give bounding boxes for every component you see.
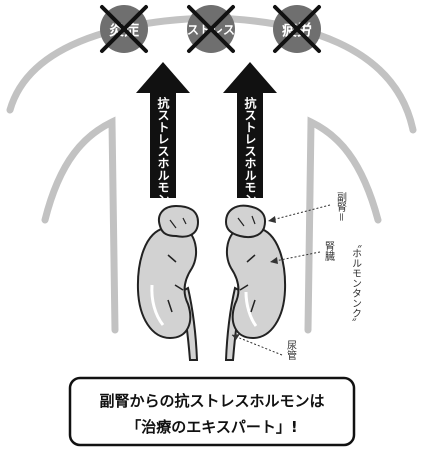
- kidney-right-body: [225, 224, 287, 340]
- caption-line-2: 「治療のエキスパート」!: [126, 418, 297, 436]
- node-stress: ストレス: [187, 5, 235, 53]
- arrow-label: 抗ストレスホルモン: [156, 96, 170, 205]
- kidney-left-crease: [167, 254, 184, 313]
- leader-kidney: [269, 251, 321, 263]
- leader-arrowheads: [232, 216, 278, 340]
- leader-lines: [231, 204, 331, 356]
- node-inflammation: 炎症: [100, 5, 148, 53]
- kidney-left-body: [136, 224, 198, 340]
- annotation-adrenal: 副腎＝: [335, 192, 347, 222]
- cross-icon: [100, 5, 148, 53]
- arrow-label: 抗ストレスホルモン: [243, 96, 257, 205]
- annotation-hormone-tank: 〝ホルモンタンク〟: [350, 238, 362, 328]
- arrowhead-icon: [268, 216, 276, 223]
- caption-line-1: 副腎からの抗ストレスホルモンは: [99, 392, 324, 410]
- kidney-left-highlight: [150, 284, 165, 326]
- arrow-up-shape: [136, 62, 190, 198]
- body-outline-right-arm: [304, 116, 382, 334]
- arrow-up-shape: [223, 62, 277, 198]
- kidney-right-crease: [239, 254, 256, 313]
- arrowhead-icon: [270, 257, 278, 264]
- caption-frame: [68, 376, 356, 447]
- node-fatigue: 疲労: [273, 5, 321, 53]
- arrow-right: 抗ストレスホルモン: [223, 62, 277, 205]
- annotation-kidney: 腎臓: [323, 241, 335, 262]
- kidney-right-highlight: [244, 291, 258, 327]
- cross-icon: [273, 5, 321, 53]
- adrenal-left-detail: [169, 217, 187, 229]
- adrenal-left: [158, 204, 200, 238]
- adrenal-right-detail: [237, 215, 256, 227]
- body-outline-left-arm: [41, 116, 119, 334]
- leader-ureter: [231, 334, 283, 356]
- leader-adrenal: [267, 204, 331, 222]
- arrow-left: 抗ストレスホルモン: [136, 62, 190, 205]
- annotation-ureter: 尿管: [285, 340, 297, 361]
- adrenal-right: [224, 204, 266, 238]
- kidney-right: [224, 204, 287, 361]
- arrowhead-icon: [232, 334, 240, 340]
- cross-icon: [187, 5, 235, 53]
- caption-box: 副腎からの抗ストレスホルモンは 「治療のエキスパート」!: [68, 376, 356, 447]
- kidney-left: [136, 204, 200, 361]
